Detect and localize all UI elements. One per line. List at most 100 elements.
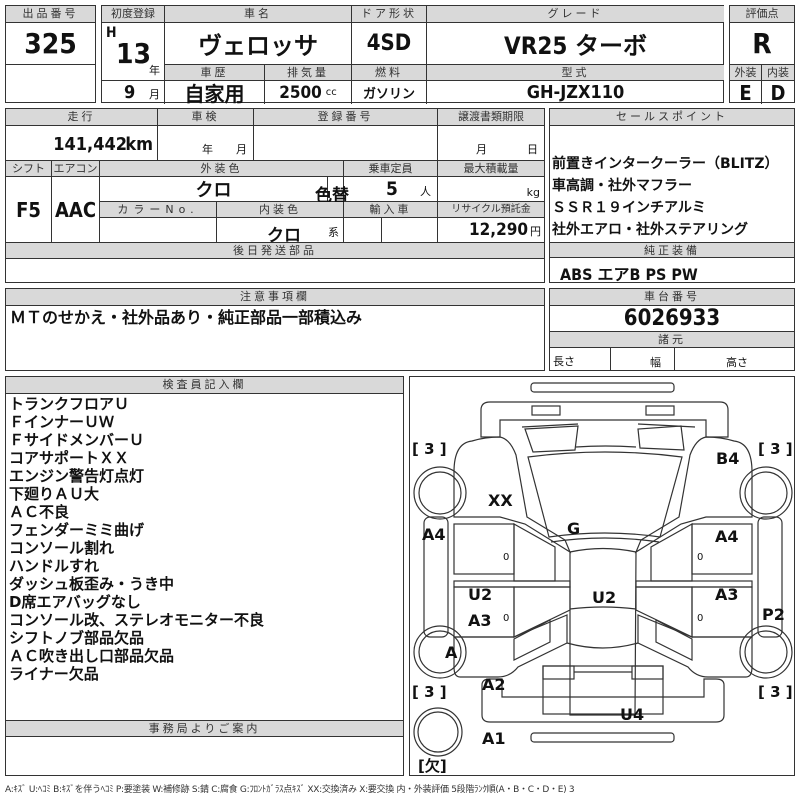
sales-points-label: セールスポイント [550,109,794,126]
car-diagram-svg [413,382,793,757]
year-unit: 年 [149,64,160,77]
transfer-month-unit: 月 [476,143,487,156]
month: 9 [124,82,136,103]
era: H [106,25,117,41]
mileage-label: 走行 [6,109,158,126]
windshield-lower [550,537,660,543]
rear-quarter-glass-right [655,619,693,661]
inspection-label: 車検 [158,109,254,126]
grade: VR25 ターボ [427,23,724,65]
recycle-value: 12,290 [468,220,528,240]
equipment: ABS エアB PS PW [560,265,698,284]
inspector-note: フェンダーミミ曲げ [9,521,145,539]
front-door-left [453,523,515,575]
spare-wheel-inner [417,711,459,753]
capacity-label: 乗車定員 [344,161,438,177]
inspector-note: コンソール割れ [9,539,115,557]
wheel-rear-left-inner [418,630,462,674]
displacement-unit: cc [325,87,337,98]
fuel-label: 燃料 [352,65,427,81]
mark-right-skirt: P2 [762,605,785,624]
max-load: kg [438,177,544,202]
inspector-note: エンジン警告灯点灯 [9,467,145,485]
mark-front-right-door: A4 [715,527,739,546]
year: 13 [116,37,152,70]
inspector-note: ＡＣ吹き出し口部品欠品 [9,647,175,665]
int-color-label: 内装色 [217,202,344,218]
history-label: 車歴 [165,65,265,81]
import-a [344,218,382,243]
hood-line [575,445,637,448]
inspector-list: トランクフロアＵ ＦインナーＵＷ ＦサイドメンバーＵ コアサポートＸＸ エンジン… [9,395,264,683]
taillight-right [631,665,664,680]
wheel-rear-right-inner [744,630,788,674]
door-label: ドア形状 [352,6,427,23]
mark-zero: 0 [697,613,704,624]
ext-color: クロ [100,177,328,202]
fuel: ガソリン [352,81,427,104]
mark-rear-left-quarter: A2 [482,675,506,694]
inspector-label: 検査員記入欄 [6,377,403,394]
color-no-label: カラーNo. [100,202,217,218]
score-box: 評価点 R 外装 内装 E D [729,5,795,104]
inspector-note: ＦサイドメンバーＵ [9,431,145,449]
detail-block: 走行 141,442 km 車検 年 月 登録番号 譲渡書類期限 月 日 シフト… [5,108,545,283]
wheel-rear-right-outer [739,625,793,679]
vehicle-header: 初度登録 H 13 年 9 月 車名 ヴェロッサ 車歴 自家用 排気量 2500… [101,5,724,104]
windshield [527,451,683,538]
fender-left [453,436,572,554]
car-diagram: [ 3 ] [ 3 ] [ 3 ] [ 3 ] [欠] XX B4 G A4 A… [409,376,795,776]
inspector-note: ＦインナーＵＷ [9,413,115,431]
displacement: 2500 cc [265,81,352,104]
fender-right [634,436,753,554]
front-light-right [645,405,675,416]
mileage-value: 141,442 [53,134,127,155]
inspection: 年 月 [158,126,254,161]
mark-left-skirt: A4 [422,525,446,544]
aircon-label: エアコン [52,161,100,177]
int-color: クロ 系 [217,218,344,243]
mileage: 141,442 km [6,126,158,161]
side-skirt-right [757,516,783,638]
grade-label: グレード [427,6,724,23]
rear-quarter-right [637,614,753,678]
later-parts-label: 後日発送部品 [6,243,544,259]
rear-door-left-window [513,586,571,638]
score: R [730,23,794,65]
recycle: 12,290 円 [438,218,544,243]
office-label: 事務局よりご案内 [6,720,403,737]
inspection-year-unit: 年 [202,143,213,156]
roof [569,547,637,716]
roof-line [569,606,637,610]
inspector-note: ハンドルすれ [9,557,100,575]
shift: F5 [6,177,52,243]
later-parts [6,259,544,282]
wheel-front-right-outer [739,466,793,520]
inspector-note: トランクフロアＵ [9,395,130,413]
tire-rear-left: [ 3 ] [412,683,447,701]
rear-door-right-window [635,586,693,638]
import-b [382,218,438,243]
mark-windshield: G [567,519,581,538]
lot-number: 325 [6,23,95,65]
mark-rear-left-wheel: A [445,643,458,662]
transfer: 月 日 [438,126,544,161]
mark-trunk: U4 [620,705,645,724]
trunk [542,665,664,715]
int-color-value: クロ [267,226,301,243]
mark-rear-left-door-u2: U2 [468,585,493,604]
headlight-left [524,425,579,453]
inspector-note: 下廻りＡＵ大 [9,485,100,503]
recycle-label: リサイクル預託金 [438,202,544,218]
taillight-left [542,665,575,680]
tire-front-right: [ 3 ] [758,440,793,458]
transfer-day-unit: 日 [527,143,538,156]
front-door-left-window [513,522,556,582]
first-reg-label: 初度登録 [102,6,165,23]
sales-points-box: セールスポイント 前置きインタークーラー（BLITZ） 車高調・社外マフラー Ｓ… [549,108,795,284]
capacity: 5 人 [344,177,438,202]
sales-point: ＳＳＲ１９インチアルミ [552,200,706,216]
wheel-front-right-inner [744,471,788,515]
sales-points-list: 前置きインタークーラー（BLITZ） 車高調・社外マフラー ＳＳＲ１９インチアル… [552,153,779,241]
front-light-left [531,405,561,416]
